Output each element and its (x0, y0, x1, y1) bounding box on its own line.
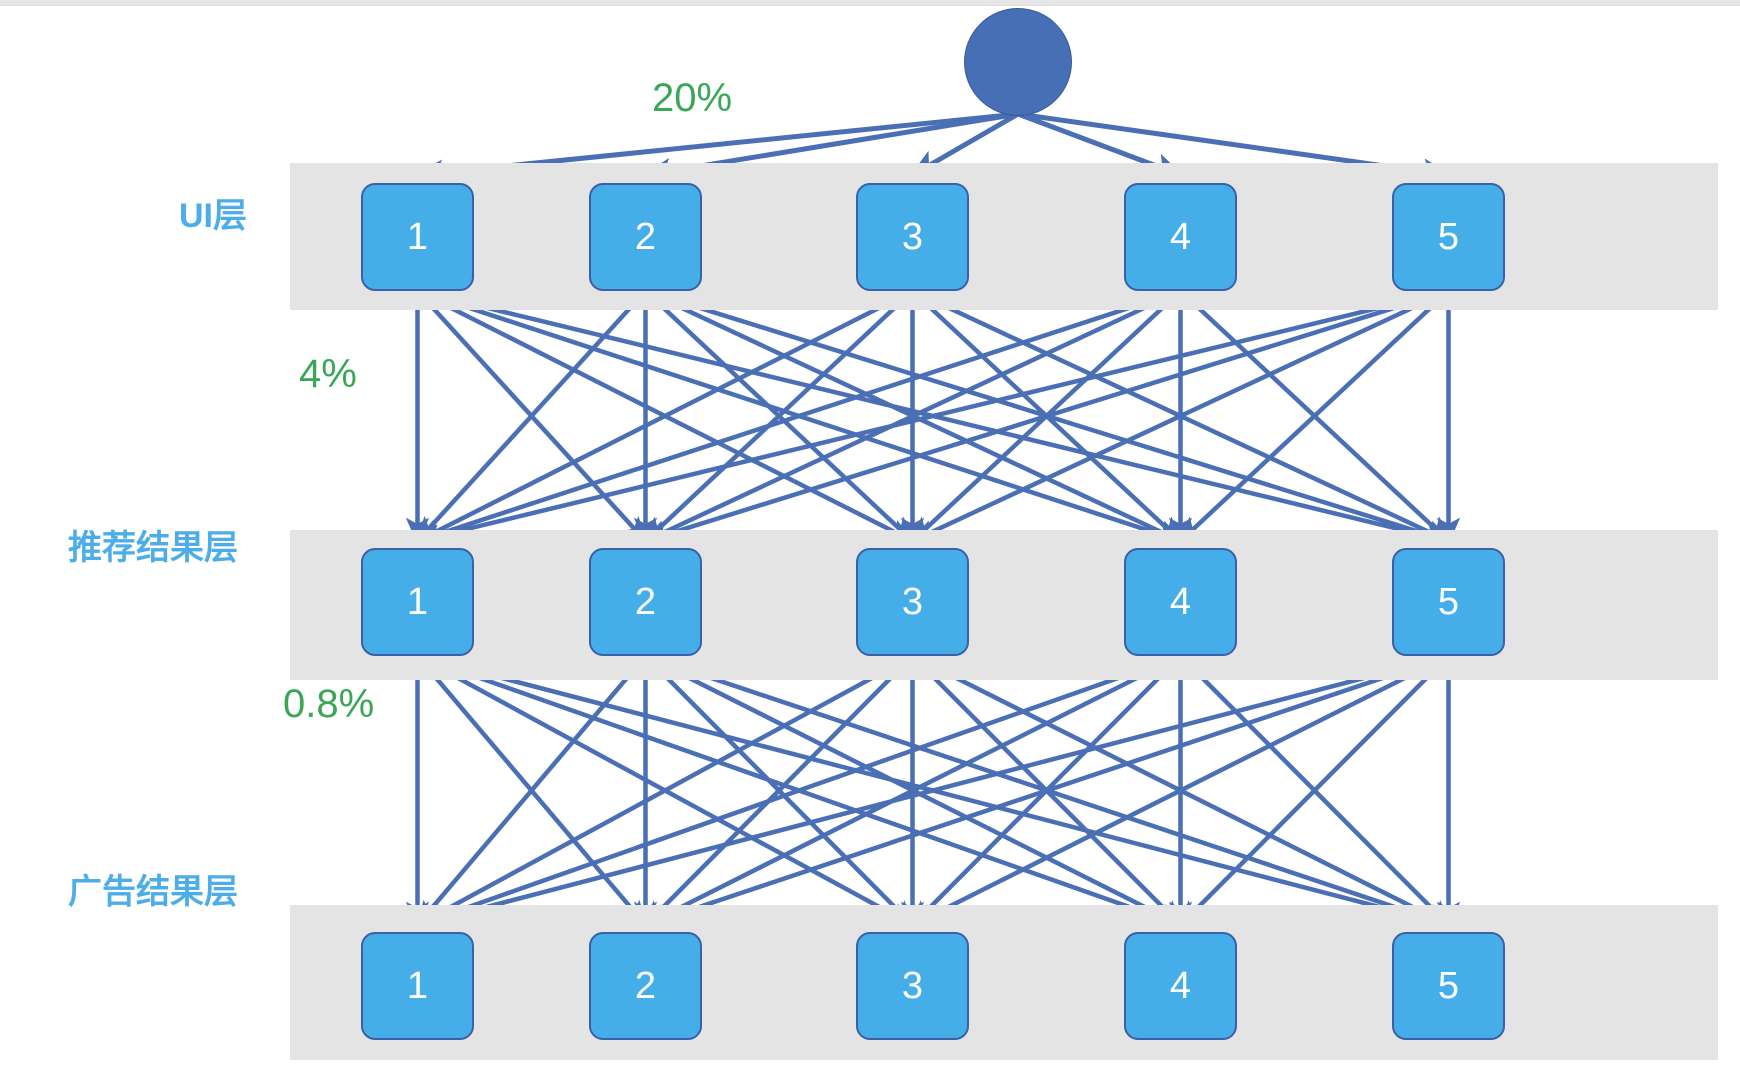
edge-ui-layer-2-to-recommendation-result-layer-1 (415, 289, 648, 544)
edge-ui-layer-5-to-recommendation-result-layer-1 (414, 288, 1450, 547)
edges-ui-to-recommendation (405, 288, 1461, 547)
edge-ui-layer-4-to-recommendation-result-layer-1 (414, 288, 1182, 545)
node-ad-result-layer-4[interactable]: 4 (1124, 932, 1237, 1040)
root-node[interactable] (964, 8, 1072, 116)
node-recommendation-result-layer-4[interactable]: 4 (1124, 548, 1237, 656)
node-ad-result-layer-2[interactable]: 2 (589, 932, 702, 1040)
edge-ui-layer-5-to-recommendation-result-layer-4 (1177, 289, 1451, 544)
recommendation-to-ad-percent: 0.8% (283, 682, 375, 726)
edge-recommendation-result-layer-3-to-ad-result-layer-2 (642, 654, 915, 928)
node-ad-result-layer-5[interactable]: 5 (1392, 932, 1505, 1040)
edge-recommendation-result-layer-5-to-ad-result-layer-2 (642, 653, 1450, 929)
node-ui-layer-1[interactable]: 1 (361, 183, 474, 291)
node-ad-result-layer-1[interactable]: 1 (361, 932, 474, 1040)
edge-ui-layer-5-to-recommendation-result-layer-3 (909, 288, 1450, 544)
node-ui-layer-4[interactable]: 4 (1124, 183, 1237, 291)
edge-recommendation-result-layer-5-to-ad-result-layer-1 (414, 653, 1450, 931)
node-ad-result-layer-3[interactable]: 3 (856, 932, 969, 1040)
node-recommendation-result-layer-3[interactable]: 3 (856, 548, 969, 656)
top-edge-strip (0, 0, 1740, 6)
node-recommendation-result-layer-2[interactable]: 2 (589, 548, 702, 656)
edge-ui-layer-3-to-recommendation-result-layer-1 (414, 288, 914, 544)
node-ui-layer-5[interactable]: 5 (1392, 183, 1505, 291)
layer-label-ui-layer: UI层 (179, 197, 247, 235)
edge-recommendation-result-layer-3-to-ad-result-layer-1 (414, 654, 914, 927)
edge-ui-layer-5-to-recommendation-result-layer-2 (642, 288, 1450, 546)
edge-recommendation-result-layer-5-to-ad-result-layer-3 (909, 653, 1450, 928)
edge-recommendation-result-layer-2-to-ad-result-layer-1 (415, 654, 648, 928)
edge-recommendation-result-layer-5-to-ad-result-layer-4 (1177, 654, 1451, 928)
edge-ui-layer-3-to-recommendation-result-layer-2 (642, 289, 915, 544)
edge-recommendation-result-layer-4-to-ad-result-layer-2 (642, 653, 1182, 928)
root-to-ui-percent: 20% (652, 76, 733, 120)
edge-recommendation-result-layer-4-to-ad-result-layer-1 (414, 653, 1182, 929)
ui-to-recommendation-percent: 4% (299, 352, 357, 396)
node-recommendation-result-layer-5[interactable]: 5 (1392, 548, 1505, 656)
node-ui-layer-2[interactable]: 2 (589, 183, 702, 291)
layer-label-recommendation-result-layer: 推荐结果层 (68, 529, 238, 567)
node-recommendation-result-layer-1[interactable]: 1 (361, 548, 474, 656)
edge-ui-layer-4-to-recommendation-result-layer-2 (642, 288, 1182, 544)
node-ui-layer-3[interactable]: 3 (856, 183, 969, 291)
layer-label-ad-result-layer: 广告结果层 (68, 873, 238, 911)
edges-recommendation-to-ad (405, 653, 1461, 931)
